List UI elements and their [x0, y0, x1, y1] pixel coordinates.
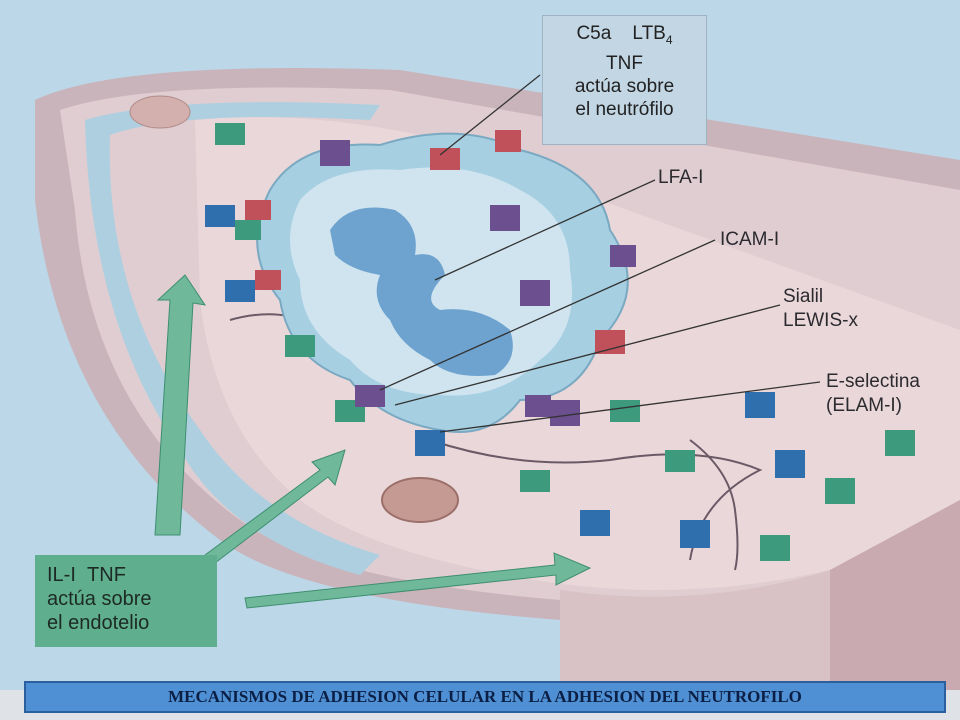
vessel-block-face — [560, 570, 830, 690]
receptor-purple — [320, 140, 636, 426]
endothelial-nucleus — [129, 95, 191, 129]
stimuli-line-4: el neutrófilo — [575, 98, 674, 120]
label-eselectina: E-selectina — [826, 371, 920, 392]
endothelial-nucleus — [381, 477, 459, 523]
leader-lines — [379, 74, 821, 433]
stimuli-line-3: actúa sobre — [574, 75, 675, 97]
neutrophil-stimuli-box: C5a LTB4 TNF actúa sobre el neutrófilo — [542, 15, 707, 145]
receptor-red — [245, 130, 625, 354]
label-lfa: LFA-I — [658, 167, 704, 188]
vessel-inner-band — [85, 102, 380, 575]
receptor-blue — [205, 205, 805, 548]
receptor-green — [215, 123, 915, 561]
endo-line-2: actúa sobre — [47, 588, 152, 610]
cell-border — [689, 439, 739, 571]
label-elam: (ELAM-I) — [826, 395, 902, 416]
arrow-green — [154, 274, 592, 609]
slide-caption: MECANISMOS DE ADHESION CELULAR EN LA ADH… — [24, 681, 946, 713]
neutrophil-nucleus — [330, 207, 513, 376]
label-sialil: Sialil — [783, 286, 824, 307]
endothelium-stimuli-box: IL-I TNF actúa sobre el endotelio — [35, 555, 217, 647]
vessel-block-side — [830, 500, 960, 690]
endo-line-1: IL-I TNF — [47, 564, 126, 586]
stimuli-line-1: C5a LTB4 — [576, 23, 673, 47]
label-icam: ICAM-I — [720, 229, 780, 250]
label-lewis: LEWIS-x — [783, 310, 858, 331]
stimuli-line-2: TNF — [606, 52, 643, 74]
endo-line-3: el endotelio — [47, 612, 150, 634]
